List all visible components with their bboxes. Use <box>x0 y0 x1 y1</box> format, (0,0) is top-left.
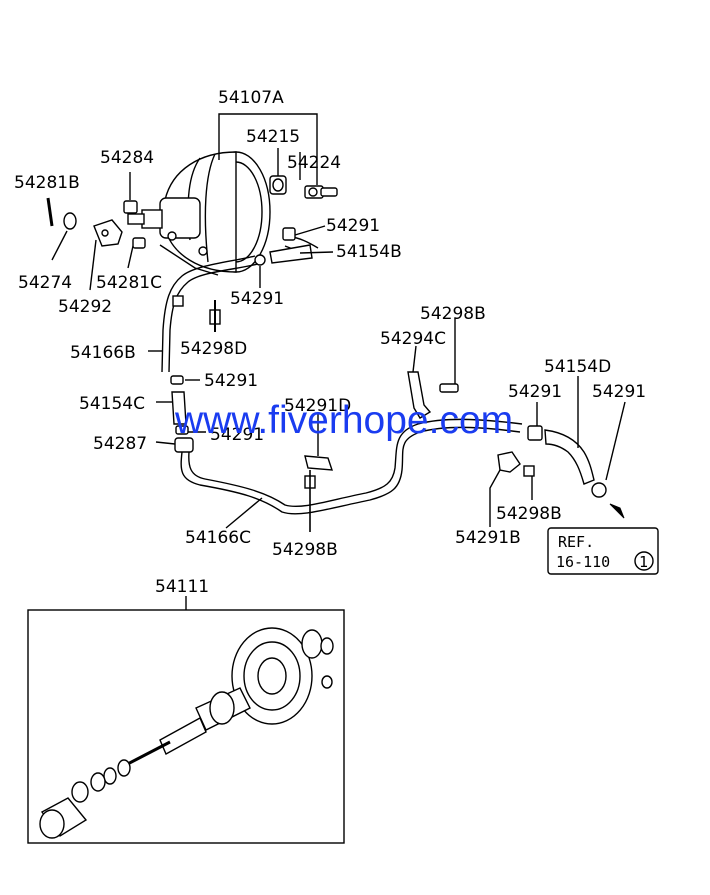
check-valve-54215 <box>269 175 287 195</box>
label-54111: 54111 <box>155 577 209 597</box>
label-54291d: 54291D <box>284 396 351 416</box>
bracket-54292 <box>89 219 123 291</box>
clip-54281c <box>127 237 146 269</box>
label-54166b: 54166B <box>70 343 136 363</box>
booster-internals <box>39 627 334 839</box>
label-54291-e: 54291 <box>508 382 562 402</box>
label-54107a: 54107A <box>218 88 284 108</box>
ref-arrow-icon <box>609 503 625 519</box>
reference-box[interactable]: REF. 16-110 1 <box>547 527 659 575</box>
bolt-54298d <box>209 300 221 332</box>
clip-54291d <box>304 412 333 471</box>
label-54292: 54292 <box>58 297 112 317</box>
nut-54284 <box>123 172 138 214</box>
label-54154c: 54154C <box>79 394 145 414</box>
label-54294c: 54294C <box>380 329 446 349</box>
label-54215: 54215 <box>246 127 300 147</box>
bolt-54281b <box>46 197 54 227</box>
label-54298b-right: 54298B <box>496 504 562 524</box>
label-54224: 54224 <box>287 153 341 173</box>
label-54298b-middle: 54298B <box>272 540 338 560</box>
label-54154b: 54154B <box>336 242 402 262</box>
hose-54154b <box>254 225 334 288</box>
hose-54154d <box>527 376 626 498</box>
label-54287: 54287 <box>93 434 147 454</box>
hose-54154c <box>156 375 206 435</box>
washer-54274 <box>51 212 77 261</box>
label-54281b: 54281B <box>14 173 80 193</box>
brake-booster <box>127 151 271 276</box>
vacuum-pipe-54166b <box>148 255 259 373</box>
label-54281c: 54281C <box>96 273 162 293</box>
label-54291-f: 54291 <box>592 382 646 402</box>
label-54298d: 54298D <box>180 339 247 359</box>
check-valve-54287 <box>155 437 194 453</box>
bolt-54298b-middle <box>304 470 316 532</box>
vacuum-pipe-54166c <box>180 418 523 529</box>
bracket-54294c <box>407 345 432 419</box>
reference-page: 16-110 <box>556 553 610 571</box>
watermark-text: www.fiverhope.com <box>174 399 513 442</box>
label-54284: 54284 <box>100 148 154 168</box>
label-54166c: 54166C <box>185 528 251 548</box>
label-54291-a: 54291 <box>326 216 380 236</box>
label-54154d: 54154D <box>544 357 611 377</box>
label-54291b: 54291B <box>455 528 521 548</box>
bolt-54298b-top <box>439 318 459 393</box>
label-54298b-top: 54298B <box>420 304 486 324</box>
leader-54107a <box>218 113 318 185</box>
reference-circled-number: 1 <box>639 553 648 571</box>
reference-label: REF. <box>558 533 594 551</box>
bolt-54298b-right <box>523 465 535 500</box>
label-54274: 54274 <box>18 273 72 293</box>
elbow-fitting-54224 <box>304 185 338 199</box>
label-54291-c: 54291 <box>204 371 258 391</box>
clip-54291b <box>489 451 521 527</box>
label-54291-d: 54291 <box>210 425 264 445</box>
internals-box <box>27 609 345 844</box>
label-54291-b: 54291 <box>230 289 284 309</box>
